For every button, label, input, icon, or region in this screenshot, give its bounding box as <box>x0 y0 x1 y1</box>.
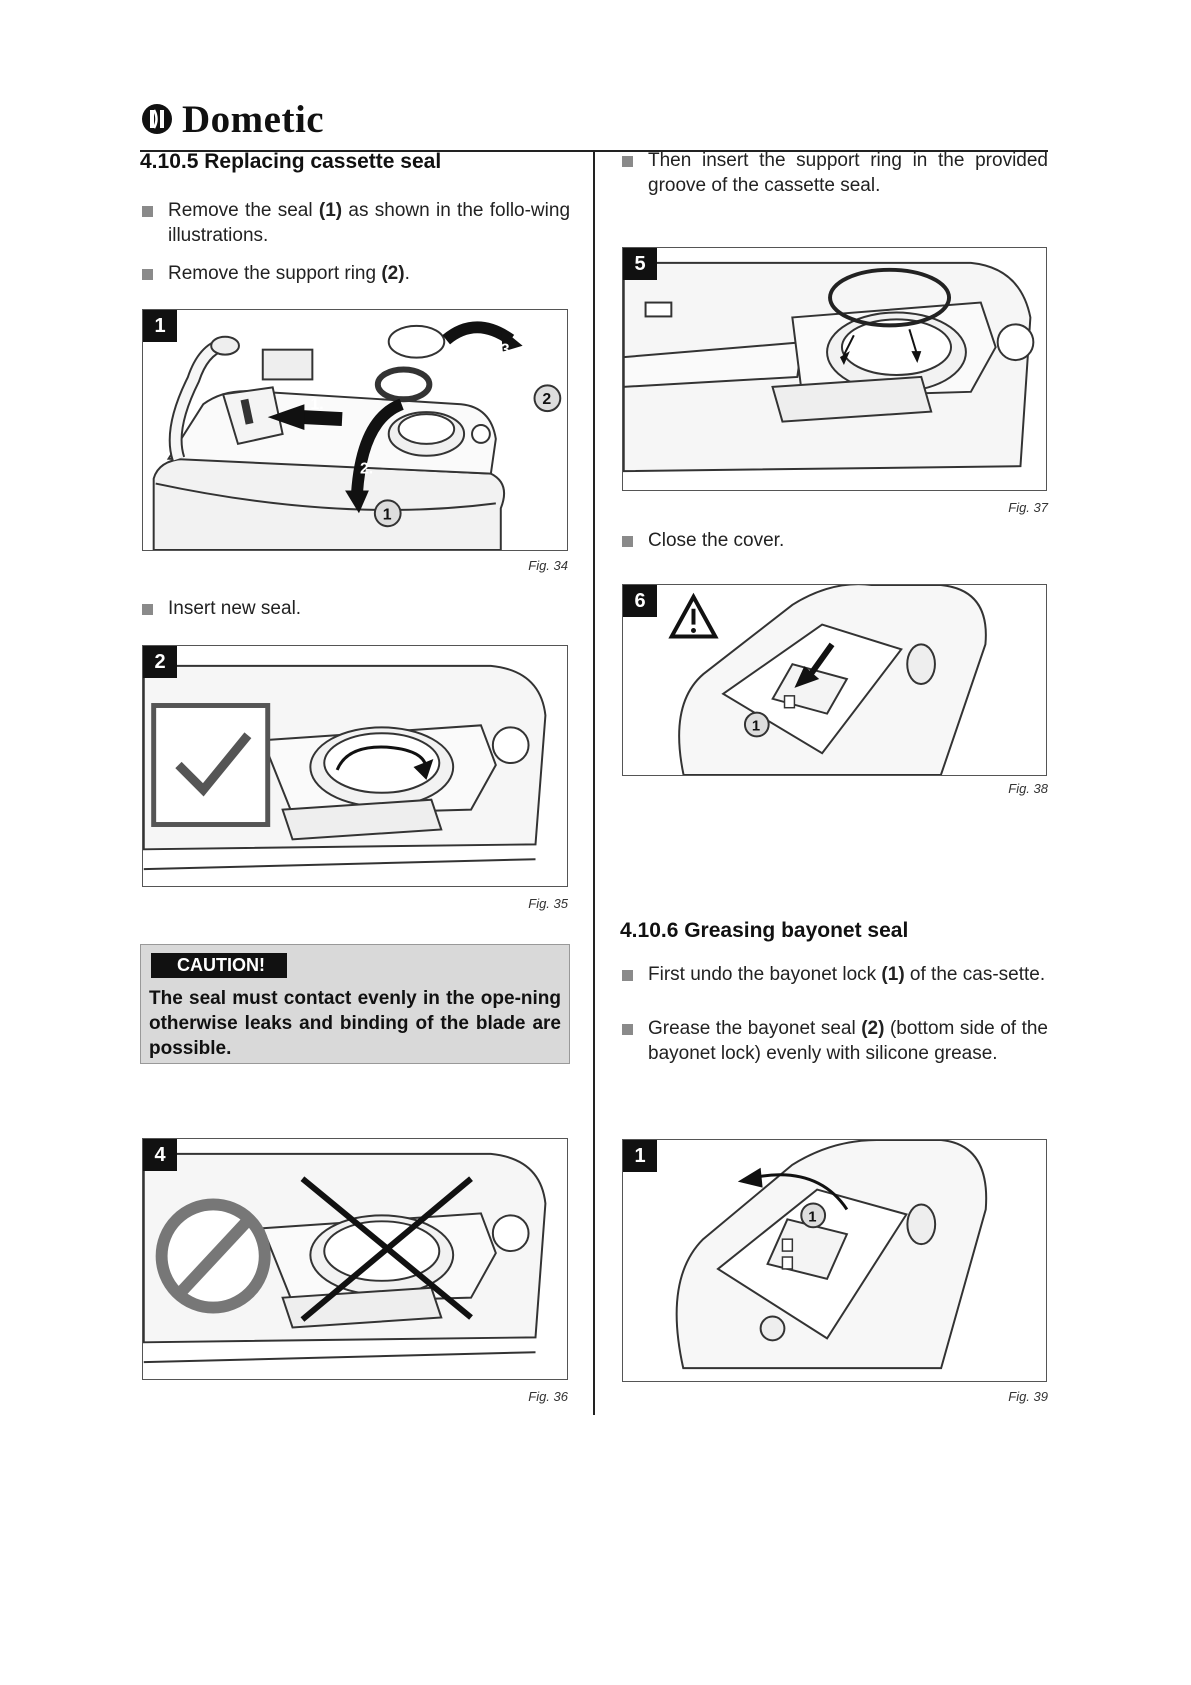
cassette-removal-illustration: 1. 2. 3. 1 2 <box>152 321 562 550</box>
figure-panel-number: 2 <box>143 646 177 678</box>
figure-36: 4 <box>142 1138 568 1380</box>
svg-text:2: 2 <box>542 391 551 408</box>
bullet-insert-support-ring: Then insert the support ring in the prov… <box>620 148 1048 198</box>
svg-text:1: 1 <box>383 506 392 523</box>
figure-caption-34: Fig. 34 <box>528 558 568 573</box>
figure-caption-37: Fig. 37 <box>1008 500 1048 515</box>
wrong-seal-illustration <box>143 1152 547 1364</box>
svg-text:1: 1 <box>752 718 760 734</box>
brand-logo: Dometic <box>140 97 325 141</box>
figure-caption-39: Fig. 39 <box>1008 1389 1048 1404</box>
new-seal-illustration <box>143 664 547 871</box>
figure-panel-number: 6 <box>623 585 657 617</box>
figure-caption-38: Fig. 38 <box>1008 781 1048 796</box>
undo-bayonet-illustration: 1 <box>675 1140 988 1370</box>
svg-text:1: 1 <box>808 1209 816 1225</box>
caution-title: CAUTION! <box>151 953 287 978</box>
figure-panel-number: 1 <box>623 1140 657 1172</box>
figure-38: 1 6 <box>622 584 1047 776</box>
callout-circle-2 <box>533 384 562 413</box>
section-heading-4-10-6: 4.10.6 Greasing bayonet seal <box>620 919 909 942</box>
figure-35: 2 <box>142 645 568 887</box>
caution-text: The seal must contact evenly in the ope-… <box>149 988 561 1059</box>
section-heading-4-10-5: 4.10.5 Replacing cassette seal <box>140 150 442 173</box>
bullet-grease-seal: Grease the bayonet seal (2) (bottom side… <box>620 1016 1048 1066</box>
close-cover-illustration: 1 <box>668 585 987 775</box>
callout-circle-1 <box>373 499 402 528</box>
checkmark-box <box>151 703 271 827</box>
figure-panel-number: 5 <box>623 248 657 280</box>
figure-37: 5 <box>622 247 1047 491</box>
step-label-1: 1. <box>310 396 323 413</box>
left-column: 4.10.5 Replacing cassette seal Remove th… <box>140 150 570 286</box>
step-label-2: 2. <box>360 461 373 478</box>
dometic-logo-icon <box>142 104 172 134</box>
bullet-remove-ring: Remove the support ring (2). <box>140 261 570 286</box>
figure-34: 1. 2. 3. 1 2 1 <box>142 309 568 551</box>
figure-caption-35: Fig. 35 <box>528 896 568 911</box>
checkmark-icon <box>175 732 252 797</box>
column-divider <box>593 150 595 1415</box>
figure-panel-number: 1 <box>143 310 177 342</box>
figure-panel-number: 4 <box>143 1139 177 1171</box>
bullet-insert-seal: Insert new seal. <box>140 596 570 621</box>
bullet-undo-bayonet: First undo the bayonet lock (1) of the c… <box>620 962 1048 987</box>
brand-name: Dometic <box>182 97 325 141</box>
step-label-3: 3. <box>501 342 514 359</box>
callout-circle-1 <box>800 1202 827 1229</box>
bullet-remove-seal: Remove the seal (1) as shown in the foll… <box>140 198 570 248</box>
support-ring-illustration <box>623 261 1035 473</box>
callout-circle-1 <box>743 711 770 738</box>
figure-39: 1 1 <box>622 1139 1047 1382</box>
caution-box: CAUTION! The seal must contact evenly in… <box>140 944 570 1064</box>
bullet-close-cover: Close the cover. <box>620 528 1048 553</box>
figure-caption-36: Fig. 36 <box>528 1389 568 1404</box>
